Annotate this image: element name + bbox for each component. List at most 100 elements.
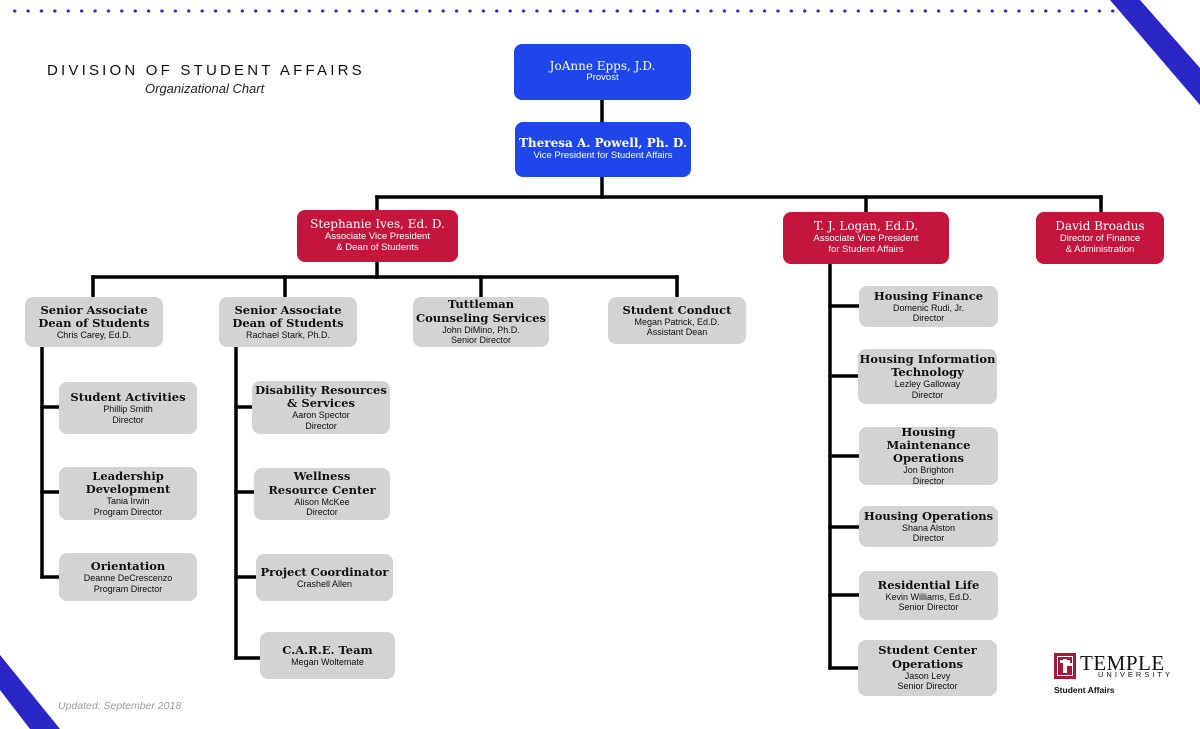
hit-title-2: Technology <box>891 365 964 380</box>
care-name: Megan Woltemate <box>291 656 364 667</box>
project-name: Crashell Allen <box>296 578 353 589</box>
hops-role: Director <box>912 533 945 544</box>
disability-role: Director <box>305 420 337 431</box>
scops-title-2: Operations <box>891 656 964 671</box>
carey-name: Chris Carey, Ed.D. <box>56 330 132 341</box>
leadership-title-2: Development <box>85 482 171 497</box>
broadus-title-2: & Administration <box>1065 243 1135 255</box>
activities-name: Phillip Smith <box>103 404 153 415</box>
project-title: Project Coordinator <box>260 564 389 579</box>
logan-title-1: Associate Vice President <box>813 232 919 244</box>
activities-title: Student Activities <box>70 390 186 405</box>
hfinance-role: Director <box>912 313 945 324</box>
conduct-name: Megan Patrick, Ed.D. <box>634 316 720 327</box>
carey-title-1: Senior Associate <box>40 302 148 317</box>
carey-box: Senior Associate Dean of Students Chris … <box>25 297 163 347</box>
wellness-title-1: Wellness <box>293 469 351 484</box>
scops-title-1: Student Center <box>878 643 977 658</box>
activities-role: Director <box>112 414 144 425</box>
stark-box: Senior Associate Dean of Students Rachae… <box>219 297 357 347</box>
hops-title: Housing Operations <box>863 508 994 523</box>
disability-title-2: & Services <box>287 396 355 411</box>
conduct-title: Student Conduct <box>622 302 732 317</box>
tuttleman-title-1: Tuttleman <box>447 297 515 312</box>
wellness-name: Alison McKee <box>294 496 350 507</box>
care-team-box: C.A.R.E. Team Megan Woltemate <box>260 632 395 679</box>
project-coordinator-box: Project Coordinator Crashell Allen <box>256 554 393 601</box>
tuttleman-name: John DiMino, Ph.D. <box>442 324 520 335</box>
vp-title: Vice President for Student Affairs <box>533 149 673 161</box>
ives-title-1: Associate Vice President <box>325 230 430 242</box>
stark-name: Rachael Stark, Ph.D. <box>245 330 331 341</box>
hfinance-name: Domenic Rudi, Jr. <box>892 302 965 313</box>
broadus-name: David Broadus <box>1055 219 1145 234</box>
provost-box: JoAnne Epps, J.D. Provost <box>514 44 691 100</box>
wellness-box: Wellness Resource Center Alison McKee Di… <box>254 468 390 520</box>
hfinance-title: Housing Finance <box>873 288 984 303</box>
logan-title-2: for Student Affairs <box>828 243 904 255</box>
hops-name: Shana Alston <box>901 522 956 533</box>
wellness-title-2: Resource Center <box>268 482 376 497</box>
logan-name: T. J. Logan, Ed.D. <box>813 219 919 234</box>
stark-title-1: Senior Associate <box>234 302 342 317</box>
housing-finance-box: Housing Finance Domenic Rudi, Jr. Direct… <box>859 286 998 327</box>
hmaint-title-1: Housing Maintenance <box>886 424 971 453</box>
wellness-role: Director <box>306 507 338 518</box>
ives-title-2: & Dean of Students <box>336 241 419 253</box>
housing-maintenance-box: Housing Maintenance Operations Jon Brigh… <box>859 424 998 486</box>
provost-title: Provost <box>586 72 619 84</box>
orientation-name: Deanne DeCrescenzo <box>83 573 173 584</box>
scops-name: Jason Levy <box>904 670 951 681</box>
dotted-border <box>8 8 1123 14</box>
residential-life-box: Residential Life Kevin Williams, Ed.D. S… <box>859 571 998 620</box>
tuttleman-role: Senior Director <box>450 335 512 346</box>
care-title: C.A.R.E. Team <box>282 642 373 657</box>
stark-title-2: Dean of Students <box>232 315 344 330</box>
broadus-box: David Broadus Director of Finance & Admi… <box>1036 212 1164 264</box>
hmaint-name: Jon Brighton <box>903 465 954 476</box>
ives-box: Stephanie Ives, Ed. D. Associate Vice Pr… <box>297 210 458 262</box>
page-subtitle: Organizational Chart <box>145 81 265 96</box>
leadership-role: Program Director <box>93 506 163 517</box>
reslife-role: Senior Director <box>898 602 959 613</box>
tuttleman-box: Tuttleman Counseling Services John DiMin… <box>413 297 549 347</box>
disability-name: Aaron Spector <box>292 410 350 421</box>
hit-name: Lezley Galloway <box>894 379 961 390</box>
disability-title-1: Disability Resources <box>255 382 387 397</box>
disability-box: Disability Resources & Services Aaron Sp… <box>252 381 390 434</box>
conduct-role: Assistant Dean <box>646 327 708 338</box>
carey-title-2: Dean of Students <box>38 315 150 330</box>
broadus-title-1: Director of Finance <box>1059 232 1141 244</box>
leadership-name: Tania Irwin <box>106 496 150 507</box>
tuttleman-title-2: Counseling Services <box>415 310 546 325</box>
leadership-title-1: Leadership <box>92 468 164 483</box>
housing-operations-box: Housing Operations Shana Alston Director <box>859 506 998 547</box>
leadership-box: Leadership Development Tania Irwin Progr… <box>59 467 197 520</box>
student-center-operations-box: Student Center Operations Jason Levy Sen… <box>858 640 997 696</box>
logo-unit: Student Affairs <box>1054 685 1115 695</box>
ives-name: Stephanie Ives, Ed. D. <box>310 217 445 232</box>
vp-name: Theresa A. Powell, Ph. D. <box>518 136 688 151</box>
activities-box: Student Activities Phillip Smith Directo… <box>59 382 197 434</box>
scops-role: Senior Director <box>897 681 958 692</box>
hit-role: Director <box>911 389 944 400</box>
orientation-title: Orientation <box>90 559 166 574</box>
reslife-name: Kevin Williams, Ed.D. <box>885 591 972 602</box>
hmaint-title-2: Operations <box>892 451 965 466</box>
vice-president-box: Theresa A. Powell, Ph. D. Vice President… <box>515 122 691 177</box>
updated-note: Updated: September 2018 <box>58 700 182 712</box>
hmaint-role: Director <box>912 475 945 486</box>
orientation-role: Program Director <box>93 583 163 594</box>
logo-university: UNIVERSITY <box>1098 670 1174 679</box>
hit-title-1: Housing Information <box>859 351 996 366</box>
reslife-title: Residential Life <box>877 577 980 592</box>
conduct-box: Student Conduct Megan Patrick, Ed.D. Ass… <box>608 297 746 344</box>
orientation-box: Orientation Deanne DeCrescenzo Program D… <box>59 553 197 601</box>
page-title: DIVISION OF STUDENT AFFAIRS <box>47 62 365 79</box>
provost-name: JoAnne Epps, J.D. <box>549 58 656 73</box>
logo-wordmark: TEMPLE <box>1080 651 1165 675</box>
housing-it-box: Housing Information Technology Lezley Ga… <box>858 349 997 404</box>
logan-box: T. J. Logan, Ed.D. Associate Vice Presid… <box>783 212 949 264</box>
